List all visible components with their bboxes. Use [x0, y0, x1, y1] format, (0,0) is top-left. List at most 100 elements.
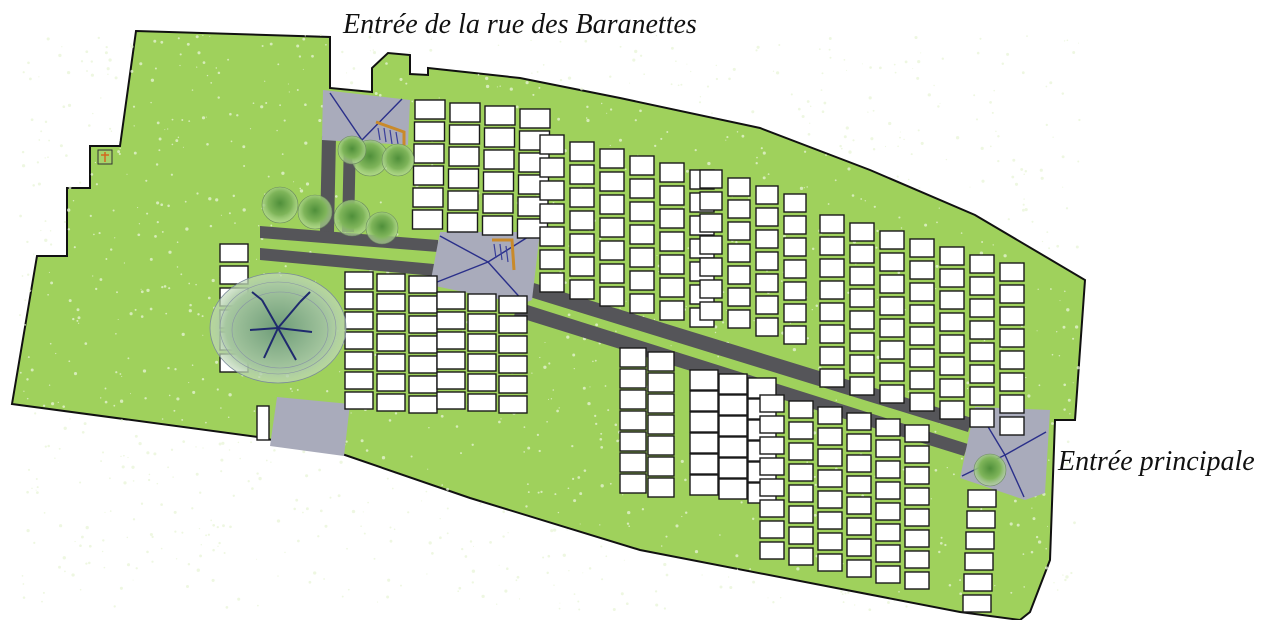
lawn-speck — [212, 548, 215, 552]
grave-plot — [539, 226, 565, 247]
grave-plot — [376, 353, 406, 372]
lawn-speck — [140, 315, 144, 318]
lawn-speck — [1066, 440, 1070, 444]
lawn-speck — [247, 480, 250, 483]
lawn-speck — [249, 128, 252, 130]
lawn-speck — [686, 63, 688, 65]
grave-plot — [783, 237, 807, 257]
lawn-speck — [471, 569, 476, 573]
lawn-speck — [980, 146, 984, 151]
lawn-speck — [619, 45, 622, 48]
lawn-speck — [904, 60, 908, 64]
lawn-speck — [77, 322, 80, 324]
grave-plot — [483, 127, 516, 148]
lawn-speck — [599, 524, 601, 526]
tree-icon — [209, 272, 347, 384]
lawn-speck — [540, 490, 543, 494]
lawn-speck — [461, 547, 464, 551]
lawn-speck — [536, 433, 540, 437]
grave-plot — [413, 121, 446, 142]
grave-plot — [659, 185, 685, 206]
lawn-speck — [682, 207, 685, 209]
grave-plot — [969, 386, 995, 406]
lawn-speck — [641, 508, 645, 511]
lawn-speck — [1025, 376, 1027, 379]
lawn-speck — [569, 278, 571, 280]
lawn-speck — [216, 388, 219, 391]
grave-plot — [962, 594, 992, 613]
grave-plot — [659, 208, 685, 229]
grave-plot — [964, 552, 994, 571]
lawn-speck — [220, 214, 222, 216]
lawn-speck — [221, 441, 225, 445]
lawn-speck — [350, 412, 352, 414]
grave-plot — [699, 279, 723, 299]
grave-plot — [875, 418, 901, 437]
lawn-speck — [207, 533, 210, 536]
lawn-speck — [201, 377, 205, 381]
lawn-speck — [109, 477, 111, 480]
grave-plot — [344, 271, 374, 290]
lawn-speck — [1011, 175, 1015, 179]
lawn-speck — [1039, 168, 1043, 172]
lawn-speck — [656, 254, 658, 257]
lawn-speck — [158, 149, 161, 152]
lawn-speck — [572, 477, 575, 480]
grave-plot — [659, 254, 685, 275]
lawn-speck — [227, 58, 230, 61]
lawn-speck — [58, 565, 61, 569]
lawn-speck — [119, 147, 121, 150]
lawn-speck — [755, 49, 758, 52]
lawn-speck — [114, 237, 116, 239]
lawn-speck — [36, 161, 40, 164]
lawn-speck — [324, 524, 328, 528]
lawn-speck — [803, 150, 807, 153]
grave-plot — [759, 499, 785, 518]
grave-plot — [939, 312, 965, 332]
lawn-speck — [813, 431, 817, 435]
lawn-speck — [276, 129, 278, 132]
lawn-speck — [257, 604, 259, 607]
lawn-speck — [148, 473, 151, 476]
grave-plot — [939, 378, 965, 398]
grave-plot — [619, 431, 647, 452]
lawn-speck — [502, 510, 505, 514]
grave-plot — [759, 478, 785, 497]
lawn-speck — [181, 531, 184, 534]
lawn-speck — [137, 207, 139, 209]
lawn-speck — [1063, 40, 1066, 42]
lawn-speck — [496, 603, 498, 605]
lawn-speck — [119, 373, 122, 375]
lawn-speck — [299, 189, 304, 193]
lawn-speck — [1031, 220, 1034, 223]
lawn-speck — [599, 237, 602, 240]
lawn-speck — [156, 201, 160, 205]
lawn-speck — [701, 574, 703, 576]
lawn-speck — [296, 388, 299, 391]
lawn-speck — [196, 66, 198, 68]
lawn-speck — [256, 258, 258, 260]
lawn-speck — [73, 246, 76, 249]
grave-plot — [999, 372, 1025, 392]
lawn-speck — [195, 283, 197, 286]
lawn-speck — [319, 33, 322, 37]
lawn-speck — [305, 507, 309, 511]
lawn-speck — [296, 44, 300, 48]
lawn-speck — [756, 156, 758, 159]
lawn-speck — [1046, 231, 1049, 234]
grave-plot — [467, 393, 497, 412]
lawn-speck — [897, 145, 899, 148]
lawn-speck — [94, 161, 97, 164]
lawn-speck — [199, 554, 203, 558]
grave-plot — [436, 291, 466, 310]
lawn-speck — [938, 207, 940, 209]
lawn-speck — [917, 59, 921, 64]
lawn-speck — [772, 601, 775, 604]
lawn-speck — [1065, 207, 1069, 210]
lawn-speck — [22, 71, 25, 74]
grave-plot — [699, 257, 723, 277]
lawn-speck — [116, 291, 118, 294]
lawn-speck — [991, 111, 994, 114]
lawn-speck — [216, 525, 219, 529]
lawn-speck — [234, 222, 236, 224]
